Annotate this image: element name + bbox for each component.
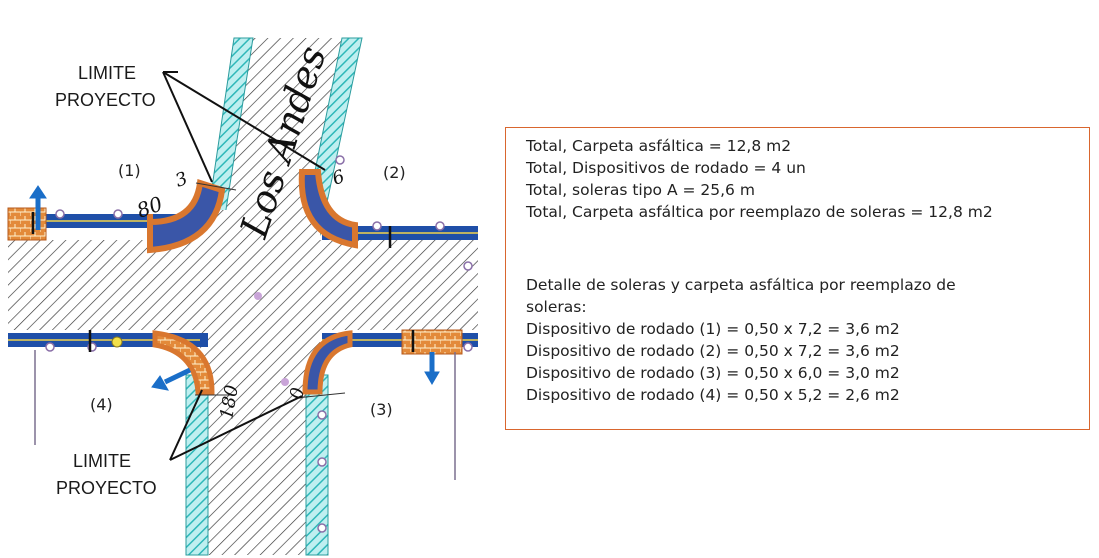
total-dispositivos: Total, Dispositivos de rodado = 4 un — [526, 159, 806, 177]
quantities-summary-box: Total, Carpeta asfáltica = 12,8 m2 Total… — [505, 127, 1090, 430]
total-carpeta-reemplazo: Total, Carpeta asfáltica por reemplazo d… — [526, 203, 993, 221]
ramp-corner-4 — [152, 330, 215, 395]
limit-leader-lines — [162, 71, 326, 461]
street-lower-hatch — [205, 330, 310, 555]
detail-dispositivo-2: Dispositivo de rodado (2) = 0,50 x 7,2 =… — [526, 342, 900, 360]
total-carpeta: Total, Carpeta asfáltica = 12,8 m2 — [526, 137, 792, 155]
ramp-corner-1 — [147, 179, 226, 254]
limit-label-top-line2: PROYECTO — [55, 90, 156, 110]
dimension-6: 6 — [330, 166, 348, 190]
flow-arrow-left — [29, 185, 47, 230]
limit-label-top-line1: LIMITE — [78, 63, 136, 83]
ramp-corner-3 — [302, 330, 353, 395]
post-markers — [45, 155, 473, 533]
flow-arrow-right — [424, 352, 440, 385]
dimension-3: 3 — [173, 168, 191, 192]
brick-pad-right — [401, 329, 463, 355]
detail-dispositivo-1: Dispositivo de rodado (1) = 0,50 x 7,2 =… — [526, 320, 900, 338]
intersection-plan: Los Andes LIMITE PROYECTO LIMITE PROYECT… — [7, 37, 478, 556]
corner-label-1: (1) — [118, 161, 141, 180]
total-soleras: Total, soleras tipo A = 25,6 m — [526, 181, 755, 199]
limit-label-bottom-line1: LIMITE — [73, 451, 131, 471]
detail-heading-line1: Detalle de soleras y carpeta asfáltica p… — [526, 276, 956, 294]
corner-label-2: (2) — [383, 163, 406, 182]
street-upper-hatch — [218, 38, 360, 235]
detail-dispositivo-4: Dispositivo de rodado (4) = 0,50 x 5,2 =… — [526, 386, 900, 404]
corner-label-3: (3) — [370, 400, 393, 419]
dimension-0: 0 — [286, 386, 309, 401]
limit-label-bottom-line2: PROYECTO — [56, 478, 157, 498]
detail-heading-line2: soleras: — [526, 298, 587, 316]
flow-arrow-bottom-left — [151, 367, 192, 391]
detail-dispositivo-3: Dispositivo de rodado (3) = 0,50 x 6,0 =… — [526, 364, 900, 382]
corner-label-4: (4) — [90, 395, 113, 414]
ramp-corner-2 — [298, 169, 358, 249]
